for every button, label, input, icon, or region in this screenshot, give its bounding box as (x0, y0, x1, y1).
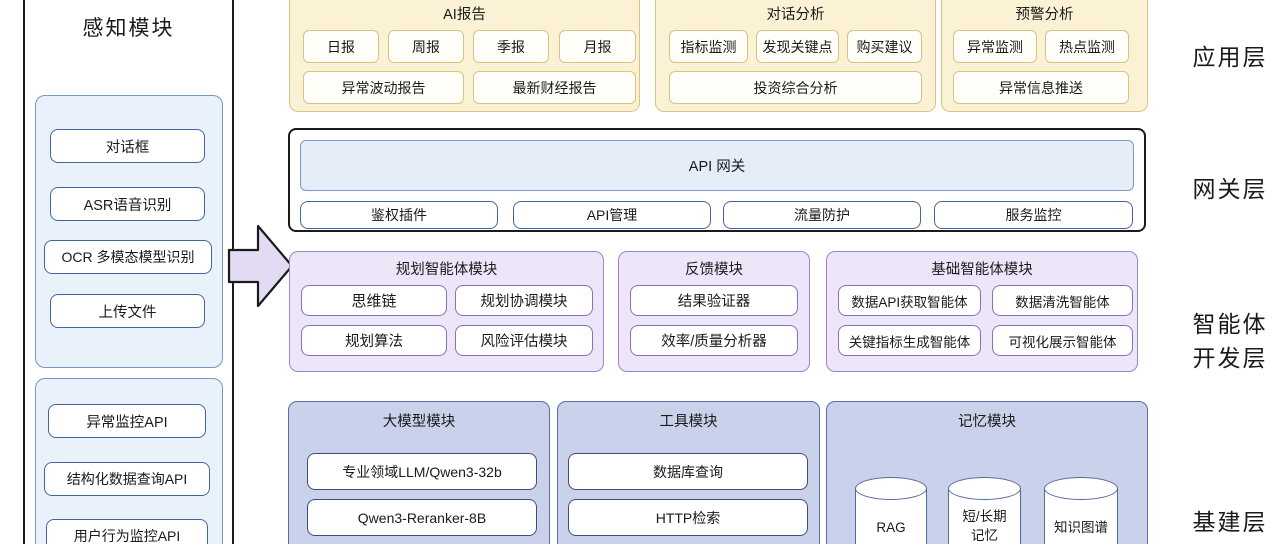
node-indicator-monitoring: 指标监测 (669, 30, 748, 63)
node-short-long-memory-label: 短/长期 记忆 (962, 509, 1007, 543)
infrastructure-layer-label: 基建层 (1192, 509, 1268, 535)
perception-module-title: 感知模块 (82, 17, 175, 40)
node-result-validator: 结果验证器 (630, 285, 798, 316)
dialog-analysis-title: 对话分析 (766, 6, 825, 23)
rag-cylinder-top (855, 477, 927, 500)
node-hotspot-detection: 热点监测 (1045, 30, 1129, 63)
node-purchase-advice: 购买建议 (847, 30, 922, 63)
node-knowledge-graph-label: 知识图谱 (1054, 519, 1108, 535)
node-data-api-agent: 数据API获取智能体 (838, 285, 981, 316)
node-domain-llm-qwen3-32b: 专业领域LLM/Qwen3-32b (307, 453, 537, 490)
flow-arrow-icon (227, 224, 294, 308)
node-investment-comprehensive-analysis: 投资综合分析 (669, 71, 922, 104)
node-qwen3-reranker-8b: Qwen3-Reranker-8B (307, 499, 537, 536)
node-dialog-box: 对话框 (50, 129, 205, 163)
node-ocr-multimodal-recognition: OCR 多模态模型识别 (44, 240, 212, 274)
node-quarterly-report: 季报 (473, 30, 549, 63)
node-visualization-agent: 可视化展示智能体 (992, 325, 1133, 356)
feedback-module-title: 反馈模块 (685, 261, 743, 278)
node-database-query: 数据库查询 (568, 453, 808, 490)
node-risk-assessment-module: 风险评估模块 (455, 325, 593, 356)
knowledge-graph-cylinder-top (1044, 477, 1118, 500)
node-anomaly-monitoring-api: 异常监控API (48, 404, 206, 438)
agent-layer-label-line1: 智能体 (1192, 311, 1268, 337)
node-user-behavior-monitoring-api: 用户行为监控API (46, 519, 208, 544)
tools-module-title: 工具模块 (659, 413, 718, 430)
node-anomaly-detection: 异常监测 (953, 30, 1037, 63)
node-http-retrieval: HTTP检索 (568, 499, 808, 536)
memory-module-title: 记忆模块 (958, 413, 1016, 430)
node-upload-file: 上传文件 (50, 294, 205, 328)
node-planning-coordination-module: 规划协调模块 (455, 285, 593, 316)
planning-agent-module-title: 规划智能体模块 (395, 261, 498, 278)
node-api-gateway: API 网关 (300, 140, 1134, 191)
llm-module-title: 大模型模块 (382, 413, 456, 430)
short-long-memory-cylinder-top (948, 477, 1021, 500)
node-service-monitoring: 服务监控 (934, 201, 1133, 229)
node-rag-label: RAG (876, 519, 906, 535)
node-anomaly-info-push: 异常信息推送 (953, 71, 1129, 104)
node-planning-algorithm: 规划算法 (301, 325, 447, 356)
warning-analysis-title: 预警分析 (1015, 6, 1074, 23)
node-efficiency-quality-analyzer: 效率/质量分析器 (630, 325, 798, 356)
node-auth-plugin: 鉴权插件 (300, 201, 498, 229)
node-weekly-report: 周报 (388, 30, 464, 63)
node-structured-data-query-api: 结构化数据查询API (44, 462, 210, 496)
node-traffic-protection: 流量防护 (723, 201, 921, 229)
node-daily-report: 日报 (303, 30, 379, 63)
node-latest-finance-report: 最新财经报告 (473, 71, 636, 104)
node-abnormal-fluctuation-report: 异常波动报告 (303, 71, 464, 104)
gateway-layer-label: 网关层 (1192, 176, 1268, 202)
node-key-indicator-agent: 关键指标生成智能体 (838, 325, 981, 356)
basic-agent-module-title: 基础智能体模块 (931, 261, 1033, 278)
agent-layer-label-line2: 开发层 (1192, 345, 1268, 371)
ai-report-title: AI报告 (443, 6, 486, 23)
application-layer-label: 应用层 (1192, 44, 1268, 70)
node-api-management: API管理 (513, 201, 711, 229)
node-asr-speech-recognition: ASR语音识别 (50, 187, 205, 221)
node-key-point-discovery: 发现关键点 (756, 30, 839, 63)
node-monthly-report: 月报 (559, 30, 636, 63)
node-data-cleaning-agent: 数据清洗智能体 (992, 285, 1133, 316)
node-chain-of-thought: 思维链 (301, 285, 447, 316)
